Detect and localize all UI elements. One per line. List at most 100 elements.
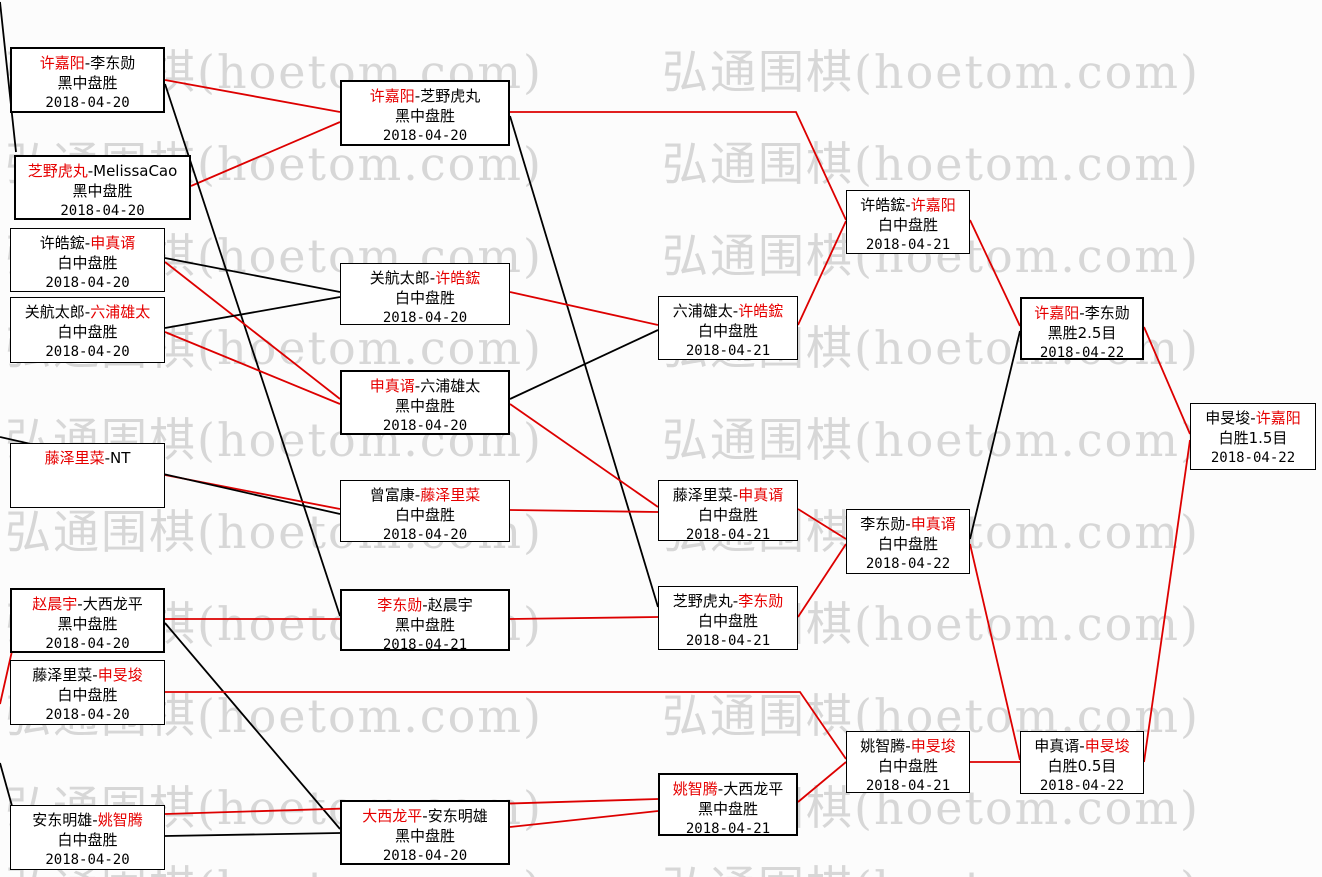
winner-path-line bbox=[164, 261, 341, 400]
match-date: 2018-04-21 bbox=[865, 778, 951, 794]
name-separator: - bbox=[414, 486, 421, 504]
name-separator: - bbox=[87, 162, 94, 180]
player1-name: 曾富康 bbox=[369, 486, 415, 504]
player2-name: 大西龙平 bbox=[723, 780, 784, 798]
match-date: 2018-04-20 bbox=[45, 636, 130, 652]
player2-name: 姚智腾 bbox=[97, 811, 143, 829]
player2-name: MelissaCao bbox=[93, 162, 178, 180]
name-separator: - bbox=[77, 595, 83, 613]
match-result: 黑胜2.5目 bbox=[1047, 324, 1117, 342]
match-result: 白中盘胜 bbox=[57, 323, 118, 341]
match-date: 2018-04-20 bbox=[382, 128, 468, 144]
name-separator: - bbox=[1079, 304, 1085, 322]
name-separator: - bbox=[104, 449, 111, 467]
winner-path-line bbox=[797, 508, 847, 540]
player2-name: 大西龙平 bbox=[82, 595, 143, 613]
match-date: 2018-04-21 bbox=[865, 237, 951, 253]
player2-name: 六浦雄太 bbox=[420, 377, 481, 395]
name-separator: - bbox=[422, 807, 428, 825]
winner-path-line bbox=[510, 111, 847, 221]
name-separator: - bbox=[84, 303, 91, 321]
winner-path-line bbox=[509, 291, 659, 326]
player1-name: 许嘉阳 bbox=[369, 87, 415, 105]
winner-path-line bbox=[509, 509, 659, 513]
loser-path-line bbox=[969, 330, 1021, 540]
winner-path-line bbox=[1143, 326, 1191, 435]
match-players: 申旻埈-许嘉阳 bbox=[1191, 408, 1315, 428]
winner-path-line bbox=[509, 810, 659, 828]
name-separator: - bbox=[1250, 409, 1256, 427]
player1-name: 关航太郎 bbox=[369, 269, 430, 287]
match-result: 黑中盘胜 bbox=[394, 827, 455, 845]
match-date: 2018-04-22 bbox=[1039, 778, 1125, 794]
match-date: 2018-04-20 bbox=[45, 275, 130, 291]
name-separator: - bbox=[732, 486, 739, 504]
match-result: 白中盘胜 bbox=[877, 535, 938, 553]
player2-name: 赵晨宇 bbox=[427, 596, 473, 614]
name-separator: - bbox=[732, 592, 739, 610]
watermark-text: 弘通围棋(hoetom.com) bbox=[662, 137, 1200, 191]
player2-name: 芝野虎丸 bbox=[420, 87, 481, 105]
match-players: 芝野虎丸-MelissaCao bbox=[16, 161, 189, 181]
match-players: 关航太郎-许皓鋐 bbox=[341, 268, 509, 288]
name-separator: - bbox=[92, 811, 98, 829]
match-result: 黑中盘胜 bbox=[394, 107, 455, 125]
winner-path-line bbox=[164, 331, 341, 405]
player2-name: 李东勋 bbox=[1084, 304, 1130, 322]
match-players: 安东明雄-姚智腾 bbox=[11, 810, 164, 830]
player1-name: 藤泽里菜 bbox=[32, 666, 93, 684]
match-result: 白中盘胜 bbox=[877, 757, 938, 775]
player2-name: 许皓鋐 bbox=[435, 269, 481, 287]
winner-path-line bbox=[190, 121, 341, 187]
match-players: 李东勋-申真谞 bbox=[847, 514, 969, 534]
match-players: 藤泽里菜-申真谞 bbox=[659, 485, 797, 505]
loser-path-line bbox=[509, 115, 659, 608]
player2-name: 藤泽里菜 bbox=[420, 486, 481, 504]
match-players: 许皓鋐-许嘉阳 bbox=[847, 195, 969, 215]
player2-name: 许嘉阳 bbox=[1255, 409, 1301, 427]
match-date: 2018-04-21 bbox=[685, 821, 771, 837]
player1-name: 李东勋 bbox=[860, 515, 906, 533]
match-result: 黑中盘胜 bbox=[394, 616, 455, 634]
player2-name: 李东勋 bbox=[90, 54, 136, 72]
match-box[interactable]: 藤泽里菜-NT bbox=[10, 443, 165, 508]
match-players: 六浦雄太-许皓鋐 bbox=[659, 301, 797, 321]
match-date: 2018-04-20 bbox=[60, 203, 145, 219]
winner-path-line bbox=[164, 79, 341, 113]
player1-name: 许嘉阳 bbox=[1034, 304, 1080, 322]
loser-path-line bbox=[164, 832, 341, 837]
loser-path-line bbox=[164, 257, 341, 293]
loser-path-line bbox=[164, 622, 341, 830]
player1-name: 许嘉阳 bbox=[39, 54, 85, 72]
player1-name: 李东勋 bbox=[377, 596, 423, 614]
match-date: 2018-04-20 bbox=[382, 418, 468, 434]
match-result: 白中盘胜 bbox=[57, 686, 118, 704]
loser-path-line bbox=[509, 329, 659, 400]
match-players: 李东勋-赵晨宇 bbox=[342, 595, 508, 615]
match-players: 许嘉阳-李东勋 bbox=[1022, 303, 1142, 323]
